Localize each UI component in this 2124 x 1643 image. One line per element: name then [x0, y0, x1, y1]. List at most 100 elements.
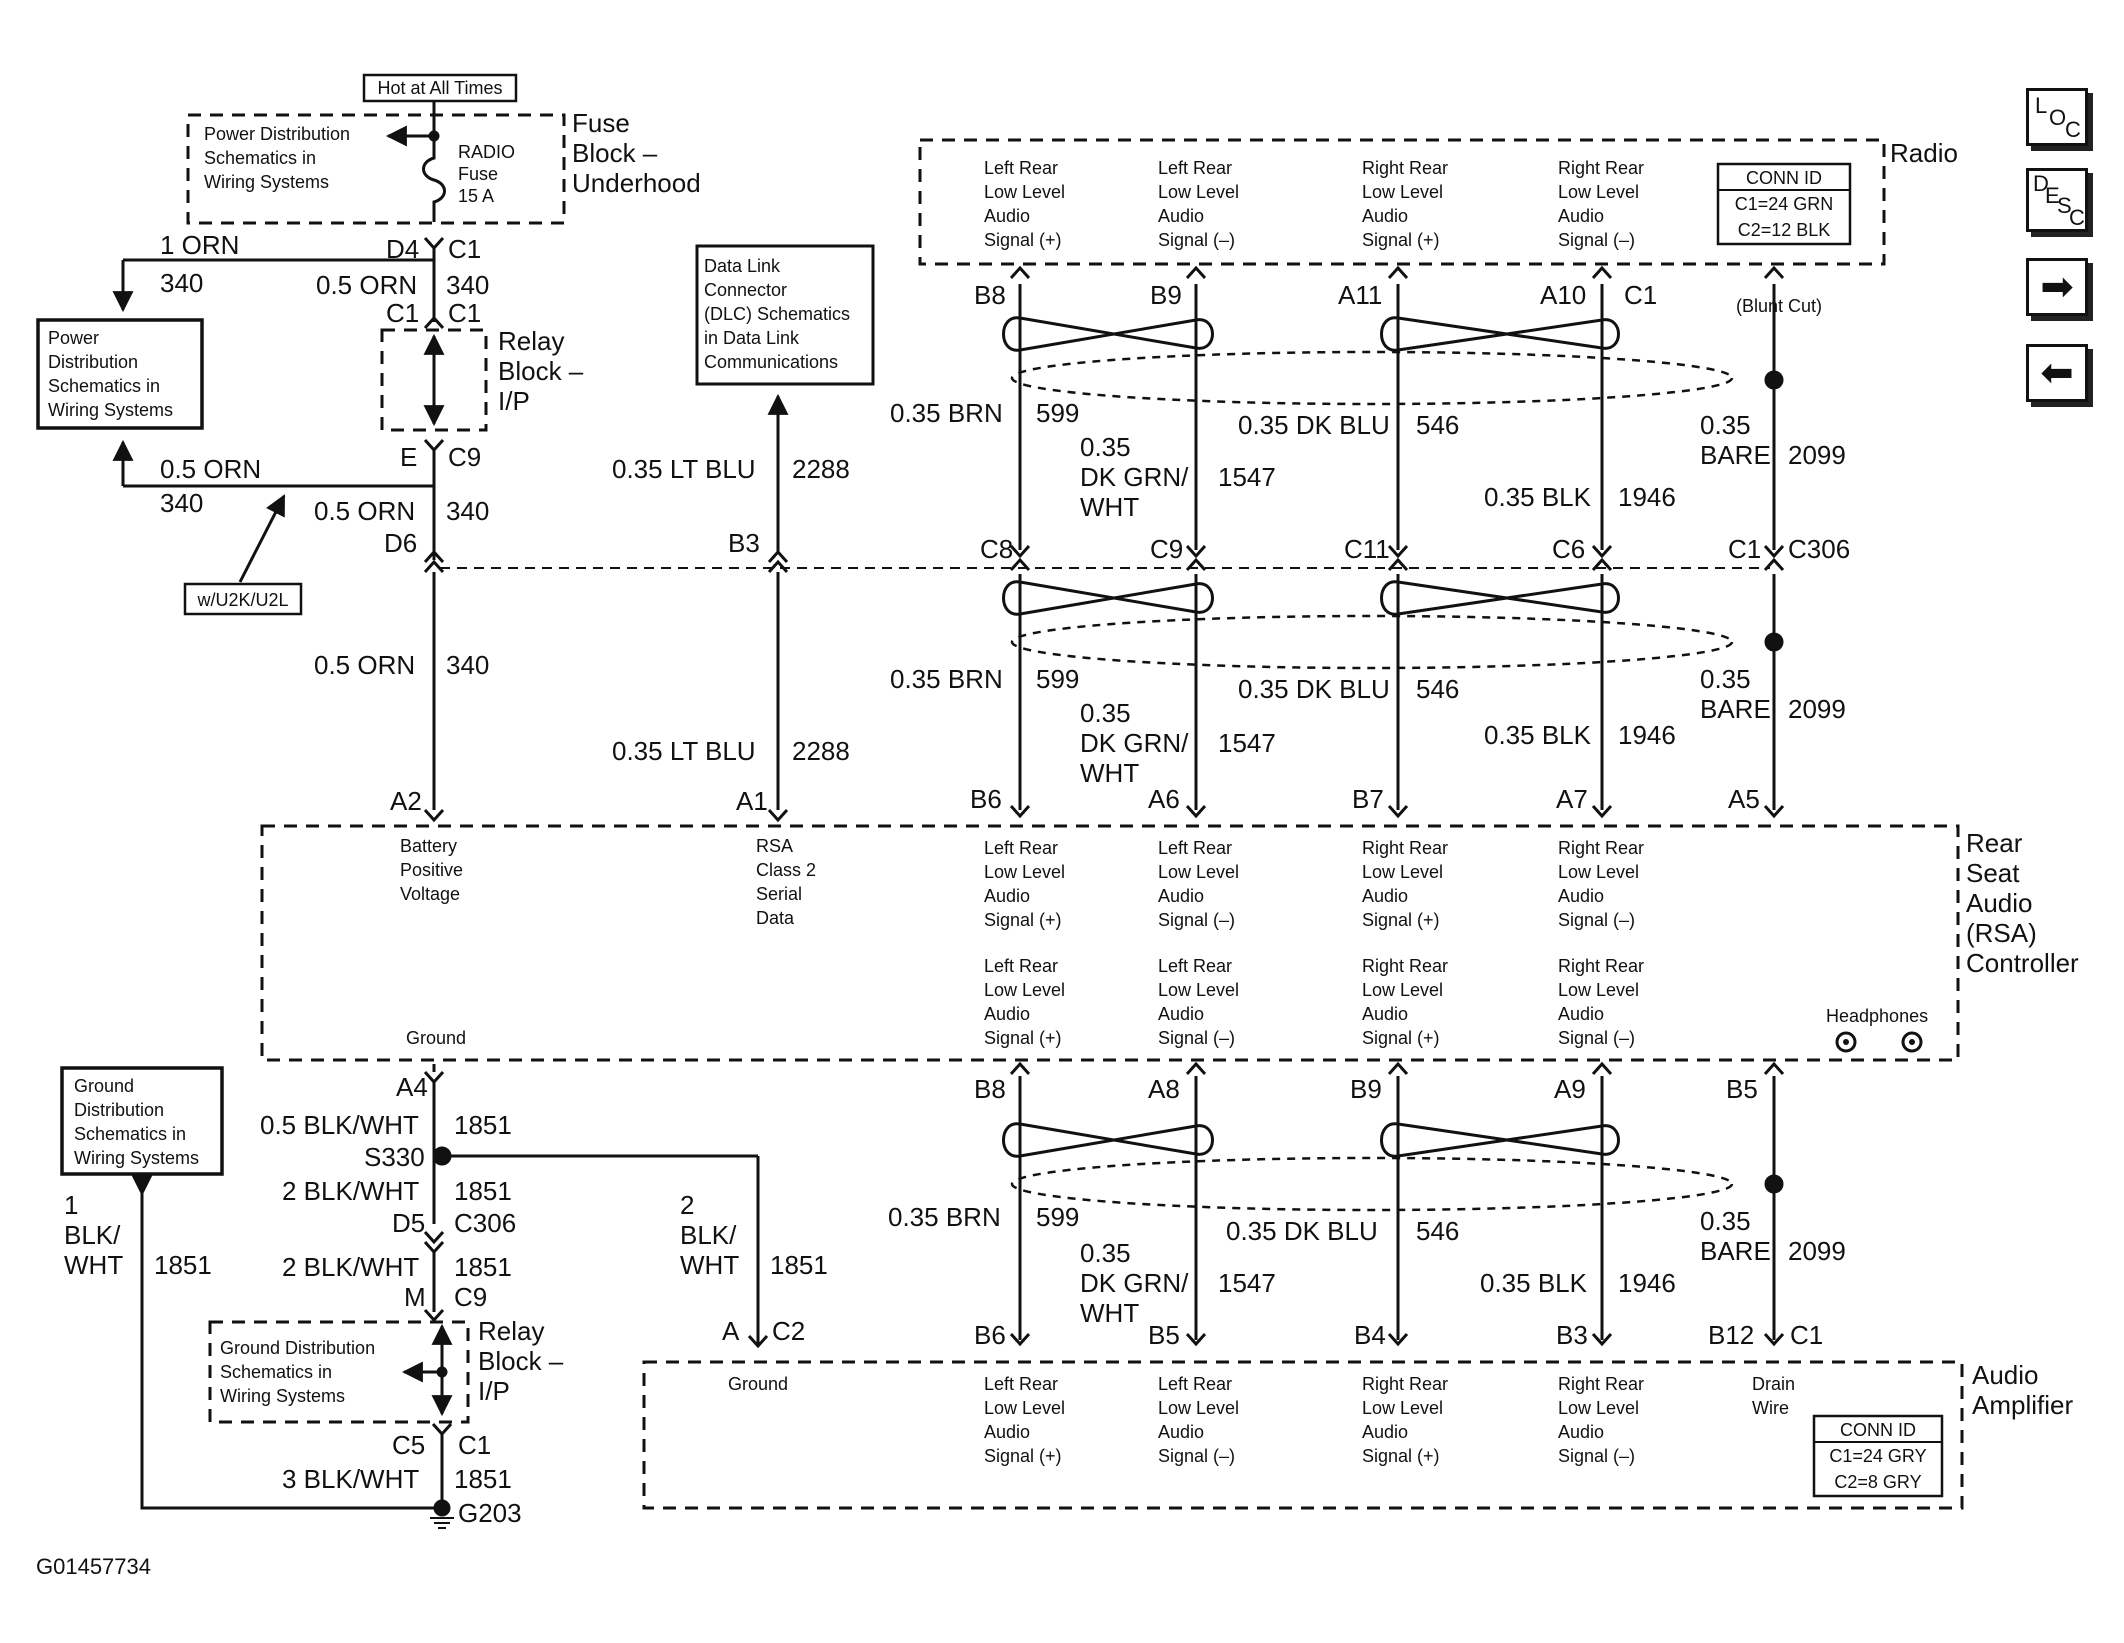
- pin-rr-minus-top2: [1591, 557, 1613, 572]
- pd-left-text-line-4: Wiring Systems: [48, 400, 173, 420]
- label-c546c: 546: [1416, 1216, 1459, 1246]
- pin-lr-plus-bot3: [1009, 1332, 1031, 1347]
- radio-fuse-text-line-2: Fuse: [458, 164, 498, 184]
- desc-icon-s: S: [2057, 193, 2072, 218]
- label-blk1: 0.35 BLK: [1484, 482, 1592, 512]
- label-c599a: 599: [1036, 398, 1079, 428]
- label-ltblu1: 0.35 LT BLU: [612, 454, 756, 484]
- label-blkwht2b: 2 BLK/WHT: [282, 1252, 419, 1282]
- rsa-serial-text-line-1: RSA: [756, 836, 793, 856]
- label-c9a: C9: [448, 442, 481, 472]
- relay-block-title-a-line-1: Relay: [498, 326, 564, 356]
- fuse-block-title-line-1: Fuse: [572, 108, 630, 138]
- rsa-headphones-text: Headphones: [1826, 1006, 1928, 1026]
- ground-dist-box-text-line-3: Wiring Systems: [220, 1386, 345, 1406]
- amp-signal-2-line-3: Audio: [1158, 1422, 1204, 1442]
- headphone-jack-1: [1835, 1031, 1857, 1053]
- label-b9b: B9: [1350, 1074, 1382, 1104]
- label-d4: D4: [386, 234, 419, 264]
- label-c9b: C9: [1150, 534, 1183, 564]
- label-dkgrn1c: WHT: [1080, 492, 1139, 522]
- radio-signal-4-line-3: Audio: [1558, 206, 1604, 226]
- relay-block-title-b-line-3: I/P: [478, 1376, 510, 1406]
- radio-conn-id-title: CONN ID: [1746, 168, 1822, 188]
- label-a5: A5: [1728, 784, 1760, 814]
- label-a1: A1: [736, 786, 768, 816]
- radio-signal-2-line-4: Signal (–): [1158, 230, 1235, 250]
- label-brn3: 0.35 BRN: [888, 1202, 1001, 1232]
- pin-lr-plus-bot1: [1009, 544, 1031, 559]
- amp-signal-2-line-1: Left Rear: [1158, 1374, 1232, 1394]
- pin-rr-plus-bot2: [1387, 804, 1409, 819]
- desc-button[interactable]: D E S C: [2026, 168, 2088, 232]
- blunt-cut-label: (Blunt Cut): [1736, 296, 1822, 316]
- label-c1851d: 1851: [454, 1464, 512, 1494]
- label-b8b: B8: [974, 1074, 1006, 1104]
- label-c1851c: 1851: [454, 1252, 512, 1282]
- fuse-block-underhood: [186, 113, 566, 225]
- arrow-right-icon: ➡: [2040, 265, 2074, 309]
- label-b12: B12: [1708, 1320, 1754, 1350]
- label-bare3a: 0.35: [1700, 1206, 1751, 1236]
- radio-signal-2-line-2: Low Level: [1158, 182, 1239, 202]
- relay-block-title-b-line-2: Block –: [478, 1346, 564, 1376]
- pd-left-text-line-3: Schematics in: [48, 376, 160, 396]
- radio-conn-id-c2: C2=12 BLK: [1738, 220, 1831, 240]
- label-c340c: 340: [160, 488, 203, 518]
- label-w2c: WHT: [680, 1250, 739, 1280]
- loc-button[interactable]: L O C: [2026, 88, 2088, 146]
- rsa-title-line-3: Audio: [1966, 888, 2033, 918]
- rsa-signal-out-2-line-1: Left Rear: [1158, 838, 1232, 858]
- rsa-signal-in-4-line-1: Right Rear: [1558, 956, 1644, 976]
- label-c2288b: 2288: [792, 736, 850, 766]
- label-w1a: 1: [64, 1190, 78, 1220]
- back-button[interactable]: ⬅: [2026, 344, 2088, 402]
- label-a7: A7: [1556, 784, 1588, 814]
- pin-lr-plus-bot2: [1009, 804, 1031, 819]
- pin-drain-bot3: [1763, 1332, 1785, 1347]
- pd-top-text-line-2: Schematics in: [204, 148, 316, 168]
- label-c1-c: C1: [448, 298, 481, 328]
- dlc-text-line-5: Communications: [704, 352, 838, 372]
- label-c306a: C306: [1788, 534, 1850, 564]
- label-a8: A8: [1148, 1074, 1180, 1104]
- pin-lr-plus-top3: [1009, 1061, 1031, 1076]
- label-c6: C6: [1552, 534, 1585, 564]
- rsa-signal-in-2-line-4: Signal (–): [1158, 1028, 1235, 1048]
- desc-icon-e: E: [2045, 183, 2060, 208]
- amp-signal-1-line-1: Left Rear: [984, 1374, 1058, 1394]
- ground-dist-box-text-line-2: Schematics in: [220, 1362, 332, 1382]
- label-b3b: B3: [1556, 1320, 1588, 1350]
- pin-lr-minus-top3: [1185, 1061, 1207, 1076]
- label-d5: D5: [392, 1208, 425, 1238]
- label-b7: B7: [1352, 784, 1384, 814]
- amp-signal-4-line-4: Signal (–): [1558, 1446, 1635, 1466]
- label-r-b8: B8: [974, 280, 1006, 310]
- label-g203: G203: [458, 1498, 522, 1528]
- amp-signal-3-line-1: Right Rear: [1362, 1374, 1448, 1394]
- pin-rr-minus-bot1: [1591, 544, 1613, 559]
- forward-button[interactable]: ➡: [2026, 258, 2088, 316]
- connector-d5-c306: [423, 1230, 445, 1255]
- connector-e-c9: [423, 438, 445, 453]
- label-orn05a: 0.5 ORN: [316, 270, 417, 300]
- radio-fuse-text-line-1: RADIO: [458, 142, 515, 162]
- pin-lr-minus-bot2: [1185, 804, 1207, 819]
- label-r-a11: A11: [1338, 280, 1382, 310]
- label-c340e: 340: [446, 650, 489, 680]
- label-ltblu2: 0.35 LT BLU: [612, 736, 756, 766]
- desc-icon-d: D: [2033, 171, 2049, 196]
- option-box: [183, 582, 303, 616]
- label-dkgrn3a: 0.35: [1080, 1238, 1131, 1268]
- rsa-signal-in-4-line-2: Low Level: [1558, 980, 1639, 1000]
- radio-signal-3-line-2: Low Level: [1362, 182, 1443, 202]
- ground-symbol: [430, 1517, 454, 1529]
- pin-drain-top1: [1763, 265, 1785, 280]
- radio-signal-3-line-1: Right Rear: [1362, 158, 1448, 178]
- label-s330: S330: [364, 1142, 425, 1172]
- amp-drain-text-line-2: Wire: [1752, 1398, 1789, 1418]
- dlc-text-line-1: Data Link: [704, 256, 781, 276]
- radio-signal-1-line-2: Low Level: [984, 182, 1065, 202]
- rsa-signal-in-3-line-4: Signal (+): [1362, 1028, 1440, 1048]
- rsa-title-line-1: Rear: [1966, 828, 2023, 858]
